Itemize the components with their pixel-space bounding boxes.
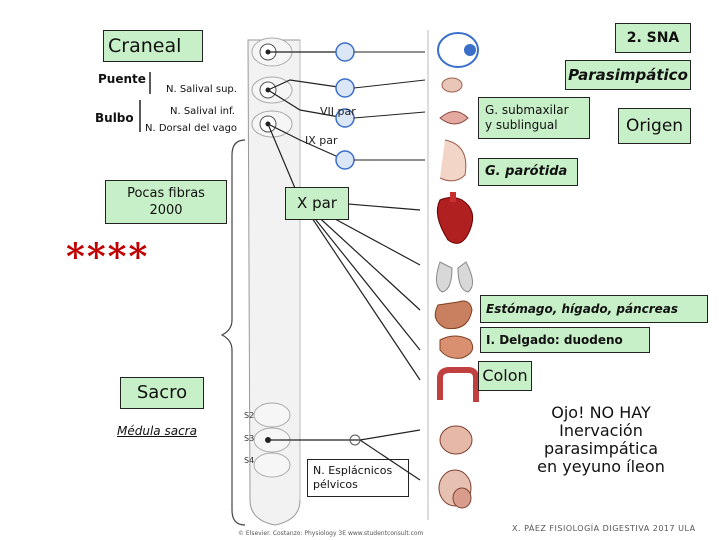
estomago-label: Estómago, hígado, páncreas (480, 295, 708, 323)
gland-icon (441, 77, 463, 93)
copyright-note: © Elsevier. Costanzo: Physiology 3E www.… (238, 530, 424, 537)
bulbo-label: Bulbo (95, 111, 134, 125)
mouth-icon (439, 111, 469, 125)
spinal-cord (247, 39, 301, 526)
n-salival-sup-label: N. Salival sup. (166, 84, 237, 95)
face-icon (439, 139, 467, 182)
ojo-note: Ojo! NO HAY Inervación parasimpática en … (535, 404, 667, 476)
x-par-label: X par (285, 187, 349, 220)
genitals-icon (438, 469, 472, 509)
heart-icon (436, 192, 474, 244)
ojo-line2: Inervación (559, 421, 643, 440)
g-submaxilar-label: G. submaxilar y sublingual (478, 97, 590, 139)
ojo-line1: Ojo! NO HAY (551, 403, 651, 422)
s3-label: S3 (244, 434, 255, 443)
pocas-fibras-label: Pocas fibras 2000 (105, 180, 227, 224)
ojo-line3: parasimpática (544, 439, 658, 458)
pocas-fibras-line2: 2000 (149, 203, 183, 218)
stars-marker: **** (66, 236, 150, 278)
colon-label: Colon (478, 361, 532, 391)
puente-label: Puente (98, 72, 146, 86)
s2-label: S2 (244, 411, 255, 420)
g-submaxilar-line1: G. submaxilar (485, 103, 569, 117)
n-salival-inf-label: N. Salival inf. (170, 106, 235, 117)
postganglionic-fibers (353, 51, 426, 161)
origen-label: Origen (618, 108, 691, 144)
ix-par-label: IX par (305, 134, 338, 147)
n-esplacnicos-line1: N. Esplácnicos (313, 464, 393, 477)
s4-label: S4 (244, 456, 255, 465)
ojo-line4: en yeyuno íleon (537, 457, 665, 476)
medula-sacra-label: Médula sacra (117, 424, 197, 438)
sna-label: 2. SNA (615, 23, 691, 53)
lungs-icon (436, 261, 473, 293)
g-parotida-label: G. parótida (478, 158, 578, 186)
i-delgado-label: I. Delgado: duodeno (480, 327, 650, 353)
cranial-brace (220, 139, 246, 526)
n-esplacnicos-line2: pélvicos (313, 478, 358, 491)
parasimpatico-label: Parasimpático (565, 60, 691, 90)
footer-credit: X. PÁEZ FISIOLOGÍA DIGESTIVA 2017 ULA (512, 524, 696, 533)
colon-icon (437, 367, 479, 402)
pocas-fibras-line1: Pocas fibras (127, 186, 205, 201)
craneal-label: Craneal (103, 30, 203, 62)
stomach-icon (434, 300, 473, 330)
vii-par-label: VII par (320, 105, 356, 118)
eye-icon (437, 32, 479, 68)
n-dorsal-vago-label: N. Dorsal del vago (145, 123, 238, 134)
n-esplacnicos-label: N. Esplácnicos pélvicos (307, 459, 409, 497)
sacral-ganglia (349, 434, 361, 446)
ganglia (335, 42, 355, 170)
sacro-label: Sacro (120, 377, 204, 409)
intestine-icon (439, 335, 474, 359)
bladder-icon (439, 425, 473, 455)
g-submaxilar-line2: y sublingual (485, 118, 558, 132)
